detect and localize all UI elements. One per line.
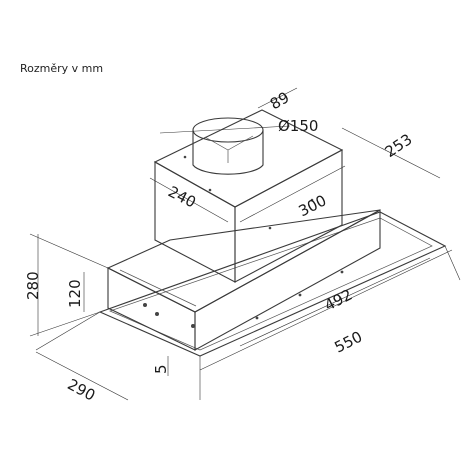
body-front-face [107,267,196,351]
label-duct-diameter: Ø150 [278,117,318,135]
dim-line-240 [149,177,229,223]
dim-line-290 [35,351,129,401]
screw-dot [340,270,344,274]
label-253: 253 [382,130,416,161]
dimension-lines [29,87,461,401]
screw-dot [268,226,272,230]
chimney-box [153,109,344,283]
duct-flap [204,135,254,163]
dim-line-492 [239,257,431,347]
screw-dot [298,293,302,297]
ext-line [35,311,101,351]
hood-body [98,209,447,357]
dim-line-89 [257,87,298,109]
label-492: 492 [321,286,355,315]
ext-line [444,245,461,281]
ext-line [29,233,109,269]
duct-side [192,130,264,175]
label-5: 5 [152,364,170,374]
dim-line-300 [239,165,346,223]
screw-dot [310,198,314,202]
bottom-frame [98,211,447,357]
label-290: 290 [64,375,98,404]
chimney-top-face [153,109,344,208]
body-top-edge [119,269,197,307]
bottom-frame-inner [109,217,433,351]
ext-line [29,311,101,337]
dim-line-diameter [159,125,291,134]
screw-dot [255,316,259,320]
caption-units: Rozměry v mm [20,62,104,75]
screw-dot [191,324,195,328]
label-120: 120 [66,279,84,308]
body-top-face [106,209,381,313]
label-280: 280 [24,271,42,300]
dim-line-253 [341,127,441,179]
screw-dot [183,155,187,159]
dim-line-550 [199,249,453,371]
duct-collar [192,117,264,175]
label-300: 300 [296,191,330,220]
label-240: 240 [165,183,199,212]
control-knob [143,303,147,307]
control-knob [155,312,159,316]
label-550: 550 [331,328,365,357]
screw-dot [208,188,212,192]
duct-top-ellipse [192,117,264,143]
chimney-left-face [154,161,236,283]
